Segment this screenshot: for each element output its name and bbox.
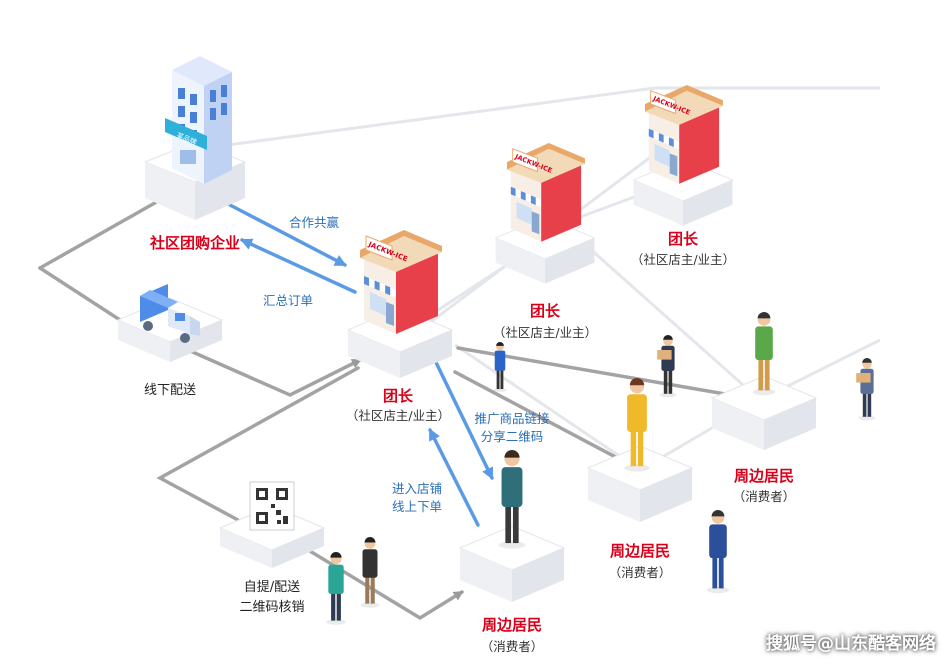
leader-mid-subtitle: （社区店主/业主）	[492, 325, 598, 340]
enter-shop-arrow	[428, 428, 480, 527]
promote-link-arrow	[428, 348, 494, 480]
shop-leader-main: JACKW-ICE	[346, 230, 454, 378]
resident-mid-subtitle: （消费者）	[608, 565, 672, 580]
promote-label-line2: 分享二维码	[480, 429, 544, 444]
summary-order-label: 汇总订单	[262, 293, 314, 308]
cooperate-label: 合作共赢	[288, 215, 340, 230]
promote-label-line1: 推广商品链接	[474, 411, 550, 426]
summary-order-arrow	[240, 238, 357, 294]
leader-main-subtitle: （社区店主/业主）	[345, 408, 451, 423]
qr-code-icon	[249, 481, 295, 531]
people-layer	[326, 312, 876, 625]
leader-mid-title: 团长	[529, 302, 561, 320]
leader-main-title: 团长	[382, 387, 414, 405]
resident-main-title: 周边居民	[481, 616, 543, 634]
woman-yellow-dress-person	[624, 377, 650, 472]
delivery-to-leader-arrow	[38, 266, 362, 397]
storefront-icon: JACKW-ICE	[507, 143, 585, 242]
storefront-icon: JACKW-ICE	[645, 84, 723, 184]
shop-leader-mid: JACKW-ICE	[494, 143, 596, 284]
blue-arrows	[228, 203, 494, 527]
man-backpack-person	[752, 312, 776, 396]
leader-to-resident-mid-link	[453, 370, 642, 472]
gray-flow-lines	[38, 198, 762, 621]
leader-top-title: 团长	[667, 230, 699, 248]
resident-right-title: 周边居民	[733, 467, 795, 485]
qrcode-label-line1: 自提/配送	[243, 580, 301, 595]
leader-to-resident-right-link	[456, 346, 762, 402]
enterprise-node: 某品牌	[143, 56, 247, 220]
shop-leader-top: JACKW-ICE	[632, 84, 734, 226]
man-teal-shirt-person	[326, 552, 346, 625]
enterprise-to-delivery-line	[38, 198, 162, 270]
storefront-icon: JACKW-ICE	[360, 230, 442, 334]
resident-main-node	[458, 525, 566, 602]
office-building-icon: 某品牌	[165, 56, 232, 184]
enter-shop-label-line1: 进入店铺	[391, 481, 443, 496]
qrcode-to-resident-arrow	[298, 543, 464, 621]
cooperate-arrow	[228, 203, 347, 267]
enterprise-title: 社区团购企业	[149, 234, 241, 252]
resident-main-subtitle: （消费者）	[480, 639, 544, 654]
shops-layer: JACKW-ICE JACKW-ICE JACKW-ICE	[346, 84, 734, 378]
woman-documents-person	[706, 510, 730, 594]
leader-to-qrcode-line	[156, 366, 360, 522]
delivery-node	[116, 284, 224, 362]
qrcode-node	[218, 481, 326, 568]
man-delivery-person	[856, 358, 876, 421]
woman-phone-person	[493, 341, 507, 392]
resident-mid-title: 周边居民	[609, 542, 671, 560]
resident-main-person	[498, 450, 526, 549]
watermark: 搜狐号@山东酷客网络	[766, 634, 936, 654]
leader-top-subtitle: （社区店主/业主）	[630, 252, 736, 267]
delivery-label: 线下配送	[143, 383, 197, 398]
enter-shop-label-line2: 线上下单	[391, 499, 443, 514]
resident-right-node	[710, 375, 818, 450]
qrcode-label-line2: 二维码核销	[239, 600, 305, 615]
delivery-truck-icon	[140, 284, 200, 343]
woman-brown-person	[360, 537, 380, 608]
resident-right-subtitle: （消费者）	[732, 489, 796, 504]
resident-mid-node	[586, 445, 694, 522]
man-carrying-box-person	[657, 335, 677, 398]
